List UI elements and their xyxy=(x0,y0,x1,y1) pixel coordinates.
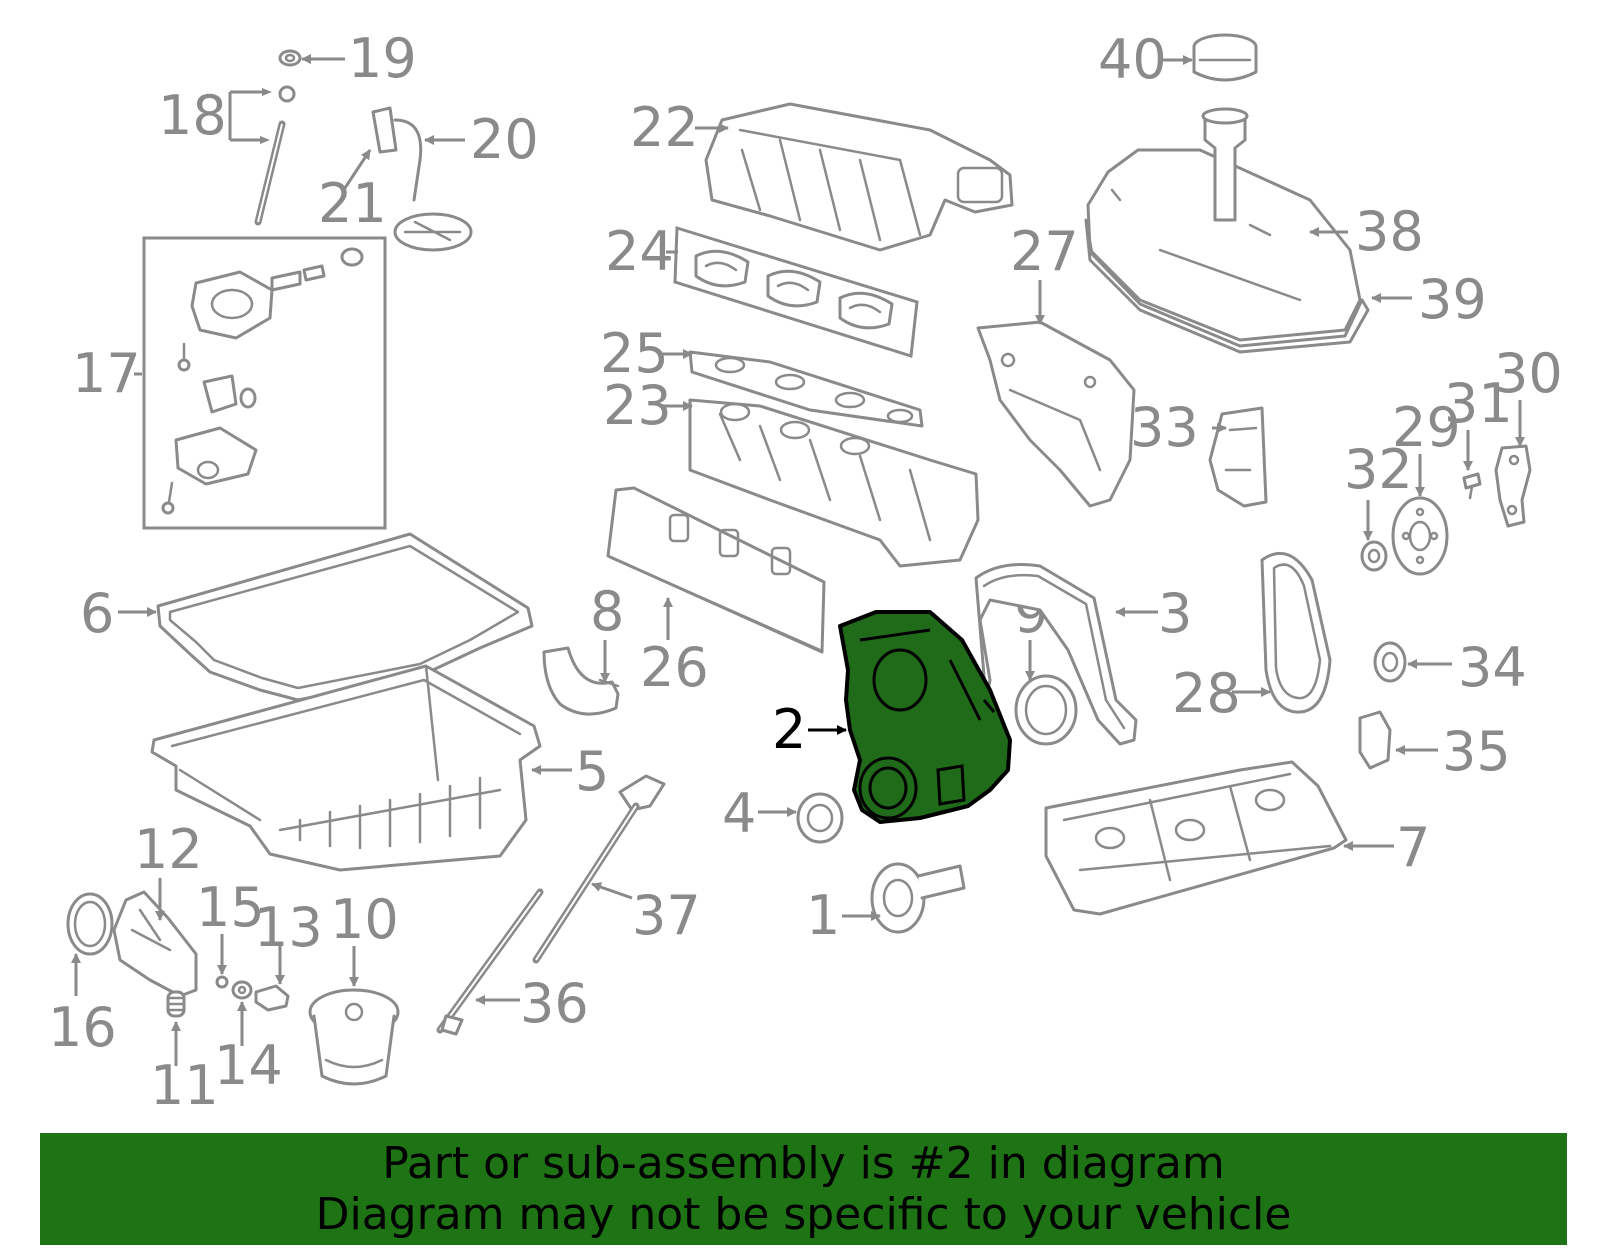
part-14-washer[interactable] xyxy=(231,980,253,1000)
part-15-washer[interactable] xyxy=(215,975,229,989)
part-1-crank-gear[interactable] xyxy=(870,862,966,934)
part-8-main-bearing[interactable] xyxy=(542,646,620,716)
part-36-dipstick-tube[interactable] xyxy=(436,888,544,1036)
label-7: 7 xyxy=(1396,816,1430,879)
label-28: 28 xyxy=(1172,662,1241,725)
part-20-oil-pickup[interactable] xyxy=(371,106,473,252)
leader-37 xyxy=(591,882,633,900)
label-25: 25 xyxy=(600,322,669,385)
part-18-dipstick-tube[interactable] xyxy=(254,85,296,226)
label-15: 15 xyxy=(196,876,265,939)
label-22: 22 xyxy=(630,96,699,159)
part-5-oil-pan[interactable] xyxy=(150,664,542,872)
label-38: 38 xyxy=(1355,200,1424,263)
part-3-cover-gasket[interactable] xyxy=(974,563,1138,746)
part-4-seal[interactable] xyxy=(796,792,844,844)
part-26-valley-gasket[interactable] xyxy=(606,486,826,654)
part-17-oil-pump-kit[interactable] xyxy=(142,236,387,530)
part-11-spring[interactable] xyxy=(166,990,186,1018)
label-16: 16 xyxy=(48,996,117,1059)
part-25-intake-gasket[interactable] xyxy=(688,350,924,428)
label-4: 4 xyxy=(722,782,756,845)
label-3: 3 xyxy=(1158,582,1192,645)
part-29-cam-sprocket[interactable] xyxy=(1391,496,1449,576)
label-2: 2 xyxy=(772,698,806,761)
label-13: 13 xyxy=(254,896,323,959)
label-36: 36 xyxy=(520,972,589,1035)
label-10: 10 xyxy=(330,888,399,951)
part-16-o-ring[interactable] xyxy=(66,892,114,956)
part-12-pump-cover[interactable] xyxy=(112,890,198,998)
part-2-timing-cover[interactable] xyxy=(838,610,1012,824)
label-40: 40 xyxy=(1098,28,1167,91)
label-33: 33 xyxy=(1130,396,1199,459)
label-12: 12 xyxy=(134,818,203,881)
label-39: 39 xyxy=(1418,268,1487,331)
part-6-oil-pan-gasket[interactable] xyxy=(156,532,534,702)
label-31: 31 xyxy=(1444,372,1513,435)
part-19-washer[interactable] xyxy=(278,49,302,67)
part-35-spacer[interactable] xyxy=(1358,710,1392,770)
part-27-timing-cover[interactable] xyxy=(976,320,1136,508)
banner-vehicle-note: Diagram may not be specific to your vehi… xyxy=(315,1189,1292,1240)
label-35: 35 xyxy=(1442,720,1511,783)
label-24: 24 xyxy=(605,220,674,283)
label-5: 5 xyxy=(575,740,609,803)
label-19: 19 xyxy=(348,27,417,90)
part-39-cover-gasket[interactable] xyxy=(1084,218,1370,354)
label-18: 18 xyxy=(158,84,227,147)
part-40-oil-cap[interactable] xyxy=(1192,33,1258,82)
part-22-intake-manifold[interactable] xyxy=(704,102,1014,252)
leader-18 xyxy=(228,90,268,142)
part-10-oil-filter[interactable] xyxy=(308,988,400,1086)
part-34-crank-sprocket[interactable] xyxy=(1373,641,1407,683)
label-14: 14 xyxy=(214,1034,283,1097)
label-37: 37 xyxy=(632,884,701,947)
label-30: 30 xyxy=(1494,342,1563,405)
label-34: 34 xyxy=(1458,636,1527,699)
label-23: 23 xyxy=(603,374,672,437)
part-23-lower-intake[interactable] xyxy=(688,398,980,568)
label-6: 6 xyxy=(80,582,114,645)
label-29: 29 xyxy=(1392,396,1461,459)
part-32-sprocket-bolt[interactable] xyxy=(1360,540,1388,572)
banner-part-note: Part or sub-assembly is #2 in diagram xyxy=(382,1138,1225,1189)
part-33-chain-tensioner[interactable] xyxy=(1208,406,1268,508)
label-27: 27 xyxy=(1010,220,1079,283)
label-11: 11 xyxy=(150,1054,219,1117)
part-24-gasket-set[interactable] xyxy=(673,225,919,358)
label-20: 20 xyxy=(470,108,539,171)
label-32: 32 xyxy=(1344,438,1413,501)
label-8: 8 xyxy=(590,580,624,643)
part-9-front-seal[interactable] xyxy=(1014,674,1078,746)
part-37-dipstick[interactable] xyxy=(532,774,666,964)
label-26: 26 xyxy=(640,636,709,699)
part-31-bolt[interactable] xyxy=(1462,472,1482,500)
part-7-windage-tray[interactable] xyxy=(1044,760,1348,916)
info-banner: Part or sub-assembly is #2 in diagram Di… xyxy=(40,1133,1567,1245)
part-13-bolt[interactable] xyxy=(254,984,290,1012)
part-38-valve-cover[interactable] xyxy=(1086,107,1362,342)
part-30-chain-guide[interactable] xyxy=(1494,444,1532,528)
part-28-timing-chain[interactable] xyxy=(1260,551,1332,714)
label-1: 1 xyxy=(806,884,840,947)
leader-21 xyxy=(343,149,372,189)
label-21: 21 xyxy=(318,172,387,235)
label-17: 17 xyxy=(72,342,141,405)
